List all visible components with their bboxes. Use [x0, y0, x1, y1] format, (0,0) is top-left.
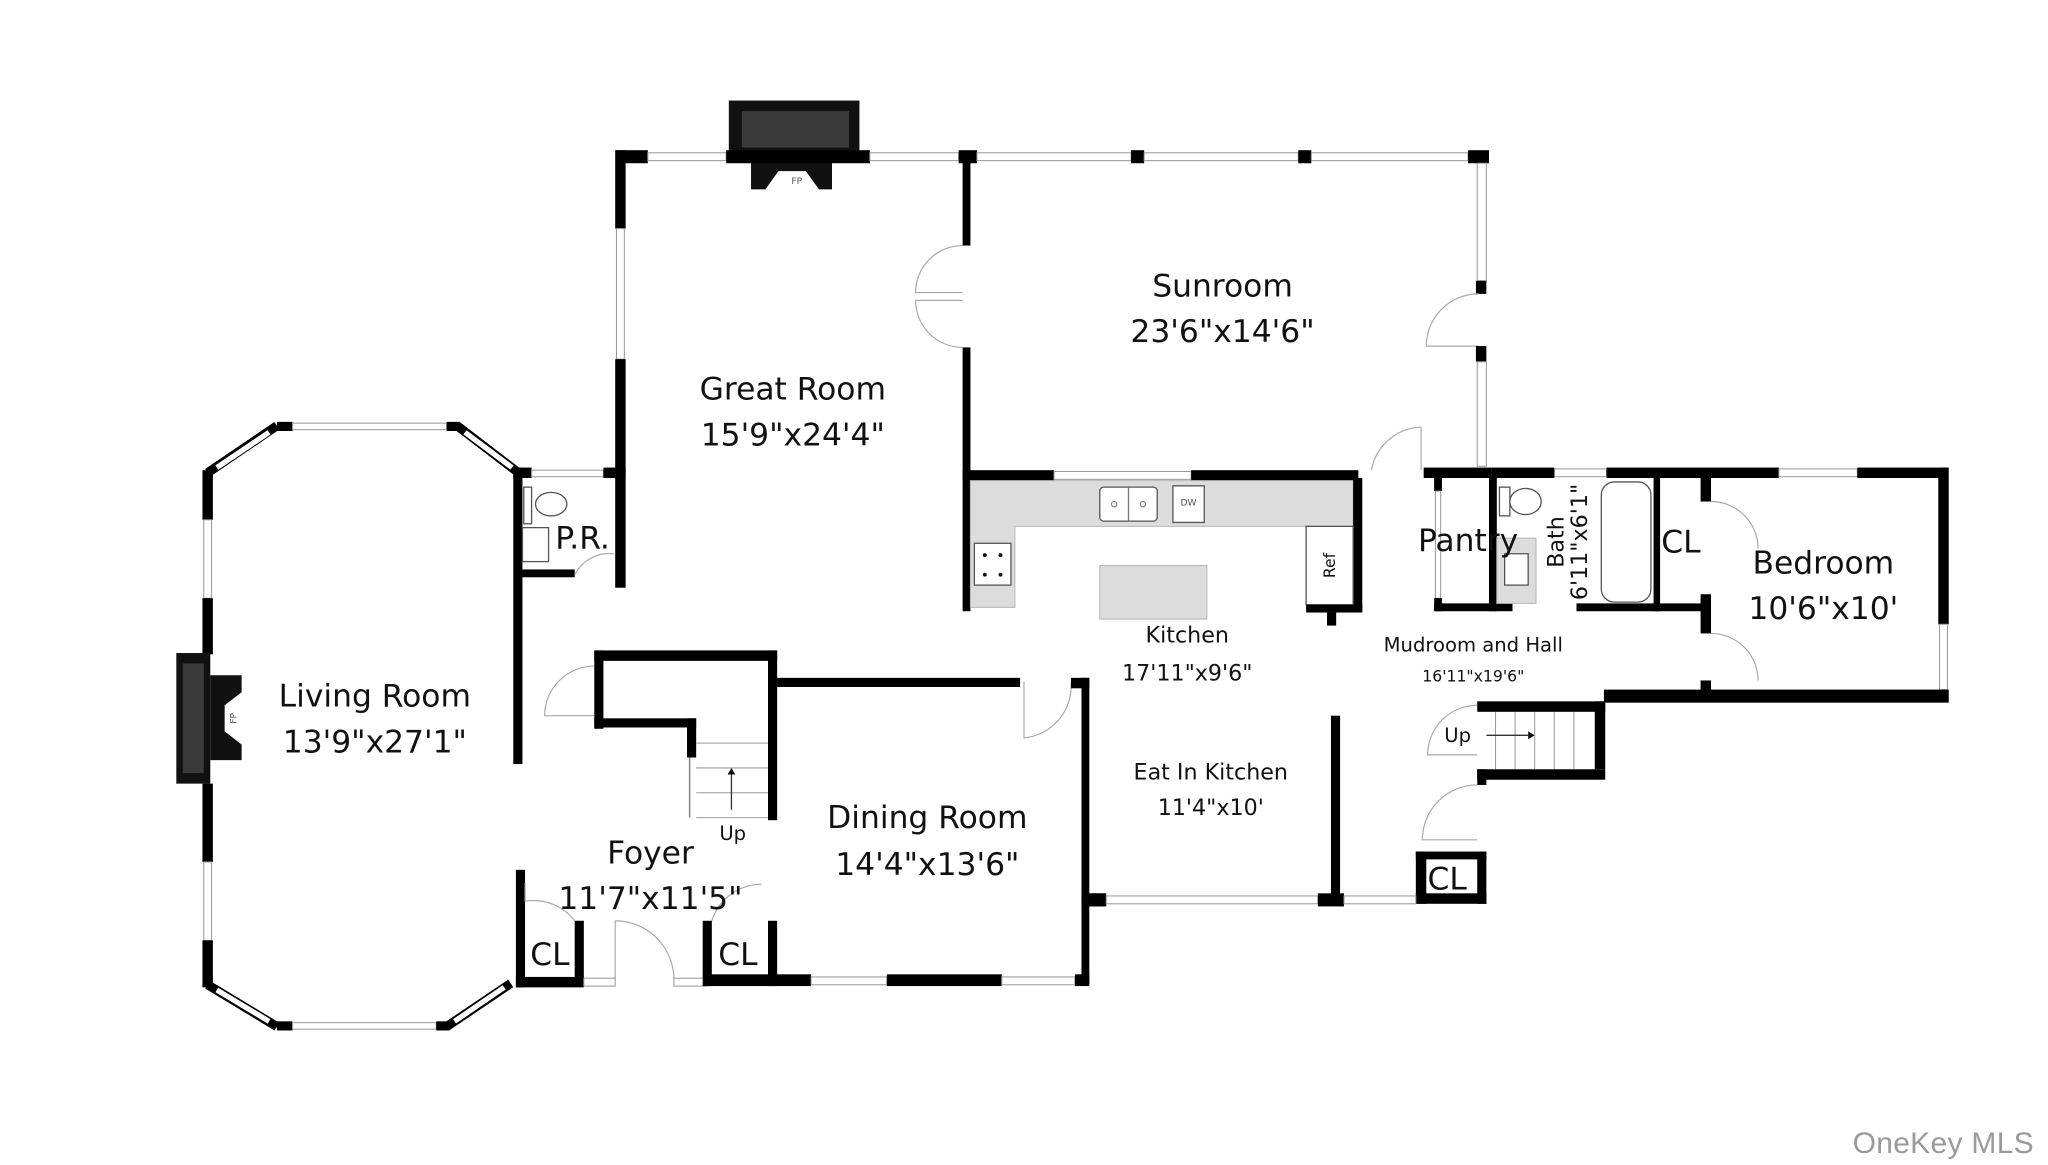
svg-text:17'11"x9'6": 17'11"x9'6"	[1122, 660, 1252, 686]
mudroom-stairs	[1486, 711, 1575, 770]
room-living-room: Living Room 13'9"x27'1"	[279, 679, 471, 761]
svg-text:Sunroom: Sunroom	[1152, 268, 1293, 304]
kitchen-island	[1099, 564, 1208, 620]
living-room-walls	[202, 421, 626, 1031]
room-bath: Bath 6'11"x6'1"	[1543, 484, 1593, 600]
svg-text:10'6"x10': 10'6"x10'	[1748, 591, 1898, 627]
powder-room-toilet-icon	[523, 486, 568, 525]
svg-text:Bedroom: Bedroom	[1752, 545, 1894, 581]
svg-text:DW: DW	[1181, 498, 1197, 508]
svg-text:Bath: Bath	[1543, 516, 1569, 568]
closet-foyer-left: CL	[530, 937, 570, 973]
room-foyer: Foyer 11'7"x11'5"	[558, 835, 742, 917]
room-great-room: Great Room 15'9"x24'4"	[700, 372, 886, 454]
svg-text:Foyer: Foyer	[607, 835, 694, 871]
svg-text:P.R.: P.R.	[555, 521, 610, 557]
svg-text:14'4"x13'6": 14'4"x13'6"	[835, 847, 1019, 883]
svg-text:Ref: Ref	[1320, 552, 1339, 578]
svg-text:FP: FP	[229, 712, 239, 723]
room-pantry: Pantry	[1418, 523, 1518, 559]
great-room-fireplace: FP	[728, 100, 860, 190]
closet-mudroom: CL	[1428, 861, 1468, 897]
living-room-fireplace: FP	[176, 653, 242, 784]
room-bedroom: Bedroom 10'6"x10'	[1748, 545, 1898, 627]
dishwasher-icon: DW	[1172, 485, 1205, 524]
svg-text:11'4"x10': 11'4"x10'	[1158, 795, 1264, 821]
room-powder-room: P.R.	[555, 521, 610, 557]
room-kitchen: Kitchen 17'11"x9'6"	[1122, 623, 1252, 687]
svg-text:Great Room: Great Room	[700, 372, 886, 408]
svg-text:Living Room: Living Room	[279, 679, 471, 715]
svg-text:13'9"x27'1": 13'9"x27'1"	[283, 724, 467, 760]
watermark: OneKey MLS	[1852, 1127, 2034, 1160]
room-sunroom: Sunroom 23'6"x14'6"	[1130, 268, 1314, 350]
closet-foyer-right: CL	[718, 937, 758, 973]
closet-bedroom: CL	[1661, 524, 1701, 560]
svg-text:Mudroom and Hall: Mudroom and Hall	[1384, 634, 1563, 657]
svg-text:11'7"x11'5": 11'7"x11'5"	[558, 881, 742, 917]
svg-text:23'6"x14'6": 23'6"x14'6"	[1130, 314, 1314, 350]
svg-text:Pantry: Pantry	[1418, 523, 1518, 559]
svg-text:15'9"x24'4": 15'9"x24'4"	[701, 417, 885, 453]
svg-text:Dining Room: Dining Room	[827, 800, 1027, 836]
room-mudroom: Mudroom and Hall 16'11"x19'6"	[1384, 634, 1563, 686]
sink-icon	[1099, 486, 1158, 522]
refrigerator-icon: Ref	[1305, 525, 1354, 606]
svg-text:6'11"x6'1": 6'11"x6'1"	[1567, 484, 1593, 600]
toilet-icon	[1498, 486, 1542, 517]
svg-text:Eat In Kitchen: Eat In Kitchen	[1134, 760, 1288, 786]
top-wall	[616, 150, 1489, 164]
mudroom-stairs-up-label: Up	[1444, 724, 1471, 747]
kitchen-counters: DW	[969, 480, 1354, 620]
svg-text:16'11"x19'6": 16'11"x19'6"	[1422, 667, 1524, 686]
room-dining-room: Dining Room 14'4"x13'6"	[827, 800, 1027, 883]
svg-text:Kitchen: Kitchen	[1146, 623, 1229, 649]
foyer-stairs	[688, 742, 768, 819]
foyer-stairs-up-label: Up	[719, 822, 746, 845]
room-eat-in-kitchen: Eat In Kitchen 11'4"x10'	[1134, 760, 1288, 821]
svg-text:FP: FP	[791, 177, 802, 187]
stove-icon	[973, 542, 1012, 586]
bathtub-icon	[1600, 481, 1652, 603]
